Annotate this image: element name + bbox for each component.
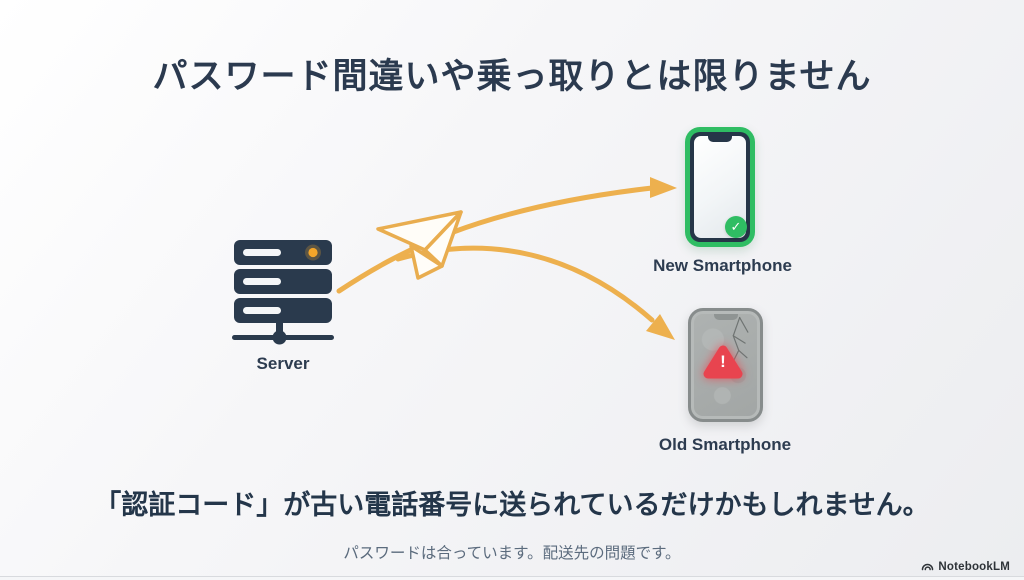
- server-icon: [230, 238, 336, 346]
- slide-title: パスワード間違いや乗っ取りとは限りません: [152, 57, 872, 96]
- new-smartphone-icon: ✓: [685, 127, 755, 247]
- new-smartphone-frame: ✓: [690, 132, 750, 242]
- slide-edge-line: [0, 576, 1024, 577]
- watermark: NotebookLM: [921, 560, 1010, 573]
- old-smartphone-icon: !: [688, 308, 763, 422]
- new-smartphone-notch: [708, 136, 732, 142]
- new-smartphone-label: New Smartphone: [653, 256, 792, 275]
- warning-exclamation: !: [720, 352, 726, 371]
- slide-edge-below: [0, 577, 1024, 580]
- check-icon: ✓: [725, 216, 747, 238]
- server-label: Server: [256, 354, 310, 373]
- watermark-brand: NotebookLM: [938, 560, 1010, 573]
- old-smartphone-notch: [713, 314, 738, 320]
- slide-headline: 「認証コード」が古い電話番号に送られているだけかもしれません。: [94, 490, 930, 520]
- crack-lines: [730, 316, 749, 366]
- arrow-to-new-phone-icon: [336, 177, 677, 294]
- notebooklm-logo-icon: [922, 563, 934, 571]
- arrow-to-old-phone-icon: [395, 245, 675, 340]
- warning-icon: [703, 345, 743, 379]
- paper-plane-icon: [376, 210, 463, 280]
- old-smartphone-label: Old Smartphone: [658, 435, 792, 454]
- slide-subtext: パスワードは合っています。配送先の問題です。: [343, 545, 681, 562]
